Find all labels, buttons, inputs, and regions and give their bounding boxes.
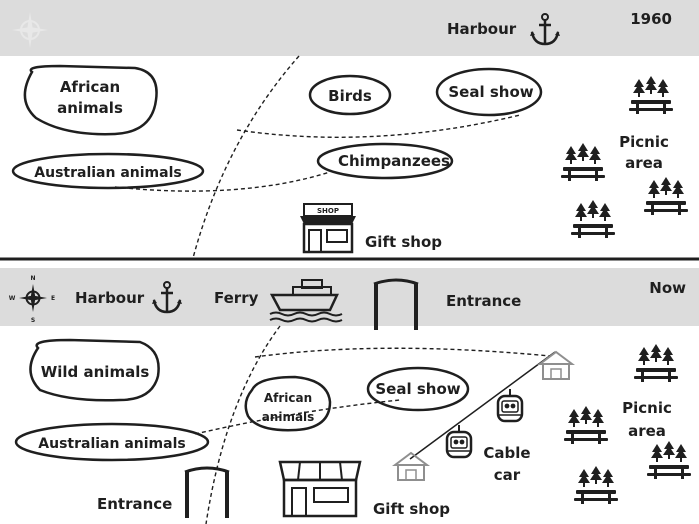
picnic-table-icon	[574, 466, 618, 504]
cable-car-station-icon	[394, 452, 428, 481]
harbour-band-1960	[0, 0, 699, 56]
label-african-animals-l1: African	[60, 78, 120, 96]
enclosure-wild-animals: Wild animals	[29, 338, 160, 402]
paths-now	[194, 325, 551, 524]
compass-n: N	[30, 275, 35, 282]
compass-w: W	[9, 295, 16, 302]
gift-shop-icon-now	[278, 460, 362, 518]
label-african-now-l1: African	[264, 391, 312, 405]
picnic-table-icon	[634, 344, 678, 382]
label-cable-car-l1: Cable	[483, 444, 530, 462]
label-cable-car-l2: car	[494, 466, 521, 484]
label-australian-animals-now: Australian animals	[38, 436, 185, 452]
enclosure-african-animals-now: African animals	[244, 375, 332, 432]
label-picnic-1960-l1: Picnic	[619, 133, 669, 151]
picnic-table-icon	[647, 441, 691, 479]
label-african-now-l2: animals	[262, 410, 315, 424]
enclosure-african-animals: African animals	[23, 64, 158, 136]
label-gift-shop-1960: Gift shop	[365, 233, 442, 251]
enclosure-seal-show: Seal show	[435, 67, 543, 117]
picnic-table-icon	[629, 76, 673, 114]
label-picnic-1960-l2: area	[625, 154, 663, 172]
picnic-table-icon	[564, 406, 608, 444]
entrance-gate-icon	[183, 466, 231, 520]
enclosure-birds: Birds	[308, 74, 392, 116]
enclosure-chimpanzees: Chimpanzees	[316, 142, 454, 180]
enclosure-seal-show-now: Seal show	[366, 366, 470, 412]
year-label-1960: 1960	[630, 10, 672, 28]
cable-car-gondola-icon	[496, 387, 524, 423]
label-gift-shop-now: Gift shop	[373, 500, 450, 518]
label-birds: Birds	[328, 87, 372, 105]
picnic-table-icon	[571, 200, 615, 238]
label-picnic-now-l2: area	[628, 422, 666, 440]
paths-1960	[114, 55, 521, 259]
compass-rose-icon: N S E W	[9, 275, 55, 324]
label-seal-show-now: Seal show	[375, 380, 460, 398]
label-australian-animals: Australian animals	[34, 165, 181, 181]
label-wild-animals: Wild animals	[41, 363, 150, 381]
label-seal-show: Seal show	[448, 83, 533, 101]
label-african-animals-l2: animals	[57, 99, 123, 117]
ferry-icon	[269, 279, 343, 323]
picnic-table-icon	[561, 143, 605, 181]
shop-sign-text: SHOP	[317, 207, 339, 215]
compass-s: S	[31, 317, 35, 324]
label-picnic-now-l1: Picnic	[622, 399, 672, 417]
picnic-table-icon	[644, 177, 688, 215]
label-chimpanzees: Chimpanzees	[338, 152, 450, 170]
label-ferry: Ferry	[214, 289, 259, 307]
harbour-label-now: Harbour	[75, 289, 145, 307]
compass-faint-icon	[12, 12, 48, 48]
year-label-now: Now	[649, 279, 686, 297]
compass-e: E	[51, 295, 55, 302]
label-entrance-top: Entrance	[446, 292, 521, 310]
enclosure-australian-animals-now: Australian animals	[14, 422, 210, 462]
harbour-label-1960: Harbour	[447, 20, 517, 38]
harbour-band-now	[0, 268, 699, 326]
cable-car	[394, 351, 573, 481]
gift-shop-icon-1960: SHOP	[300, 203, 356, 254]
label-entrance-bottom: Entrance	[97, 495, 172, 513]
enclosure-australian-animals: Australian animals	[11, 152, 205, 190]
